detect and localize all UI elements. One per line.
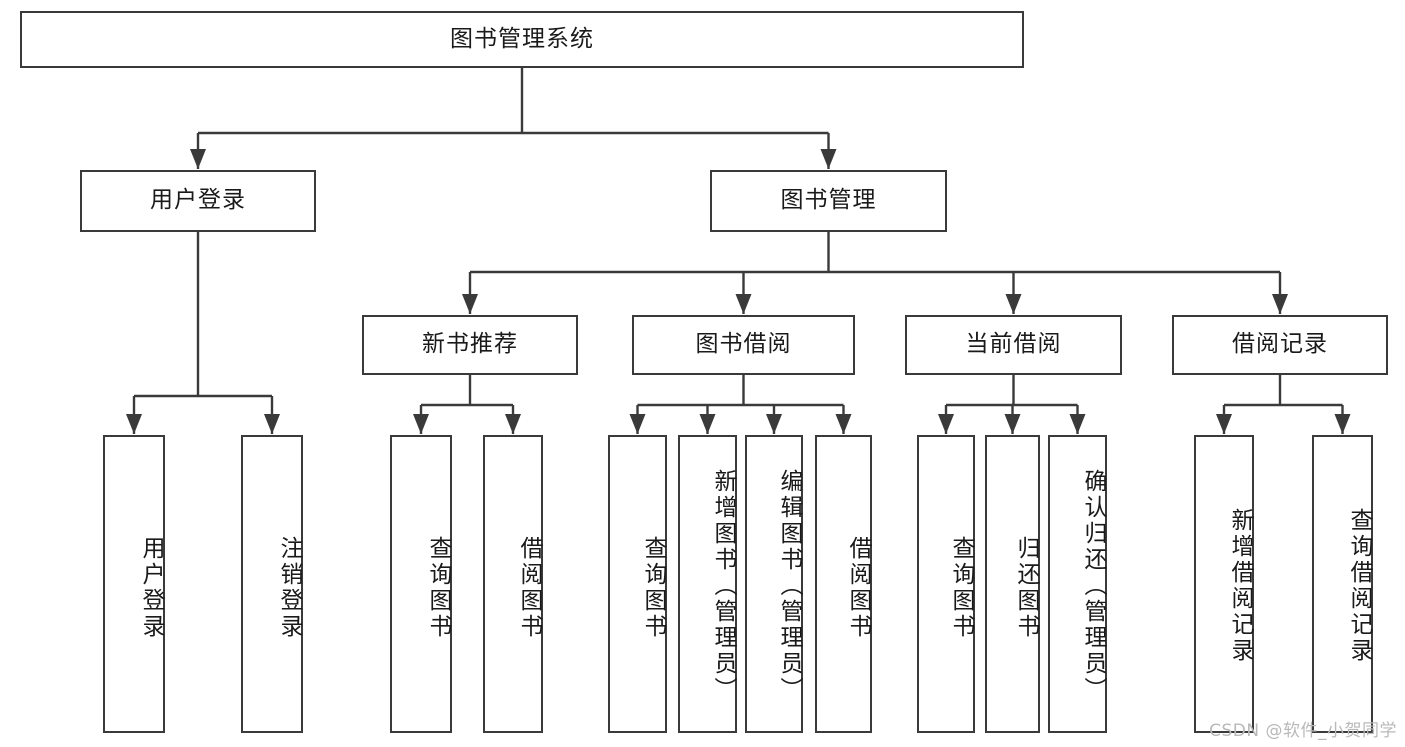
connector-arrow-records bbox=[1272, 294, 1288, 314]
connector-arrow-leaf-user-login bbox=[126, 414, 142, 434]
node-label: 图书管理 bbox=[780, 187, 877, 214]
node-label: 新增图书（管理员） bbox=[710, 469, 736, 703]
connector-arrow-leaf-bo-edit bbox=[766, 414, 782, 434]
node-records[interactable]: 借阅记录 bbox=[1172, 315, 1388, 375]
connector-arrow-borrow bbox=[735, 294, 752, 314]
node-label: 归还图书 bbox=[1013, 536, 1039, 640]
node-label: 新增借阅记录 bbox=[1227, 508, 1253, 664]
connector-arrow-login bbox=[190, 149, 206, 169]
node-root[interactable]: 图书管理系统 bbox=[20, 11, 1024, 68]
node-label: 借阅记录 bbox=[1232, 331, 1328, 358]
connector-arrow-leaf-cu-return bbox=[1004, 414, 1021, 434]
node-leaf-nb-borrow[interactable]: 借阅图书 bbox=[483, 435, 543, 733]
connector-arrow-leaf-re-add bbox=[1216, 414, 1232, 434]
node-leaf-bo-borrow[interactable]: 借阅图书 bbox=[815, 435, 872, 733]
node-leaf-re-add[interactable]: 新增借阅记录 bbox=[1194, 435, 1254, 733]
connector-arrow-leaf-nb-query bbox=[413, 414, 429, 434]
node-leaf-re-query[interactable]: 查询借阅记录 bbox=[1312, 435, 1373, 733]
connector-arrow-leaf-bo-add bbox=[699, 414, 716, 434]
node-label: 借阅图书 bbox=[845, 536, 871, 640]
connector-arrow-leaf-cu-confirm bbox=[1069, 414, 1086, 434]
node-label: 当前借阅 bbox=[965, 331, 1062, 358]
node-newbook[interactable]: 新书推荐 bbox=[362, 315, 578, 375]
node-label: 查询借阅记录 bbox=[1346, 508, 1372, 664]
connector-arrow-current bbox=[1005, 294, 1022, 314]
connector-arrow-newbook bbox=[462, 294, 478, 314]
node-login[interactable]: 用户登录 bbox=[80, 170, 316, 232]
node-leaf-user-logout[interactable]: 注销登录 bbox=[241, 435, 303, 733]
node-label: 查询图书 bbox=[640, 536, 666, 640]
node-label: 图书借阅 bbox=[695, 331, 792, 358]
node-label: 确认归还（管理员） bbox=[1080, 469, 1106, 703]
node-label: 编辑图书（管理员） bbox=[776, 469, 802, 703]
node-borrow[interactable]: 图书借阅 bbox=[632, 315, 855, 375]
node-label: 用户登录 bbox=[138, 536, 164, 640]
connector-arrow-leaf-user-logout bbox=[264, 414, 280, 434]
node-label: 注销登录 bbox=[276, 536, 302, 640]
node-leaf-cu-confirm[interactable]: 确认归还（管理员） bbox=[1048, 435, 1107, 733]
connector-arrow-leaf-nb-borrow bbox=[505, 414, 521, 434]
node-leaf-user-login[interactable]: 用户登录 bbox=[103, 435, 165, 733]
connector-arrow-leaf-re-query bbox=[1334, 414, 1351, 434]
node-leaf-cu-query[interactable]: 查询图书 bbox=[917, 435, 975, 733]
connector-arrow-leaf-bo-borrow bbox=[835, 414, 852, 434]
node-bookmgmt[interactable]: 图书管理 bbox=[710, 170, 947, 232]
node-label: 新书推荐 bbox=[422, 331, 518, 358]
node-label: 图书管理系统 bbox=[450, 25, 594, 52]
node-leaf-bo-query[interactable]: 查询图书 bbox=[608, 435, 667, 733]
connector-arrow-leaf-cu-query bbox=[938, 414, 954, 434]
node-label: 借阅图书 bbox=[516, 536, 542, 640]
node-label: 查询图书 bbox=[948, 536, 974, 640]
connector-arrow-bookmgmt bbox=[820, 149, 837, 169]
node-leaf-nb-query[interactable]: 查询图书 bbox=[390, 435, 452, 733]
node-leaf-cu-return[interactable]: 归还图书 bbox=[985, 435, 1040, 733]
node-leaf-bo-edit[interactable]: 编辑图书（管理员） bbox=[745, 435, 803, 733]
connector-arrow-leaf-bo-query bbox=[629, 414, 646, 434]
node-current[interactable]: 当前借阅 bbox=[905, 315, 1122, 375]
node-leaf-bo-add[interactable]: 新增图书（管理员） bbox=[678, 435, 737, 733]
node-label: 查询图书 bbox=[425, 536, 451, 640]
node-label: 用户登录 bbox=[150, 187, 246, 214]
watermark-label: CSDN @软件_小贺同学 bbox=[1209, 721, 1397, 741]
